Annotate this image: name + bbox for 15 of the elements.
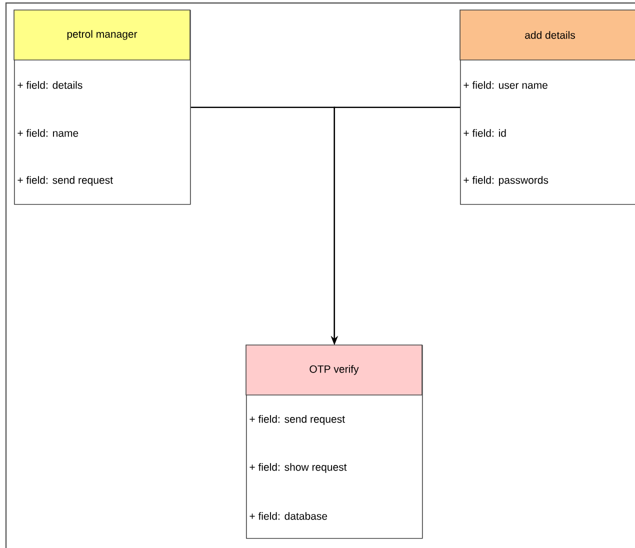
field-text: + field: name: [18, 129, 78, 137]
field-text: + field: send request: [250, 415, 345, 425]
class-box: [14, 10, 191, 205]
class-name: add details: [525, 31, 575, 39]
field-text: + field: passwords: [464, 176, 548, 186]
field-text: + field: send request: [18, 176, 113, 186]
class-name: OTP verify: [310, 365, 359, 375]
field-text: + field: user name: [464, 81, 548, 89]
field-text: + field: id: [464, 129, 506, 137]
field-text: + field: show request: [250, 463, 347, 473]
class-name: petrol manager: [67, 30, 138, 40]
class-box: [460, 10, 635, 205]
field-text: + field: database: [250, 512, 328, 520]
class-box: [246, 344, 423, 539]
field-text: + field: details: [18, 81, 82, 89]
